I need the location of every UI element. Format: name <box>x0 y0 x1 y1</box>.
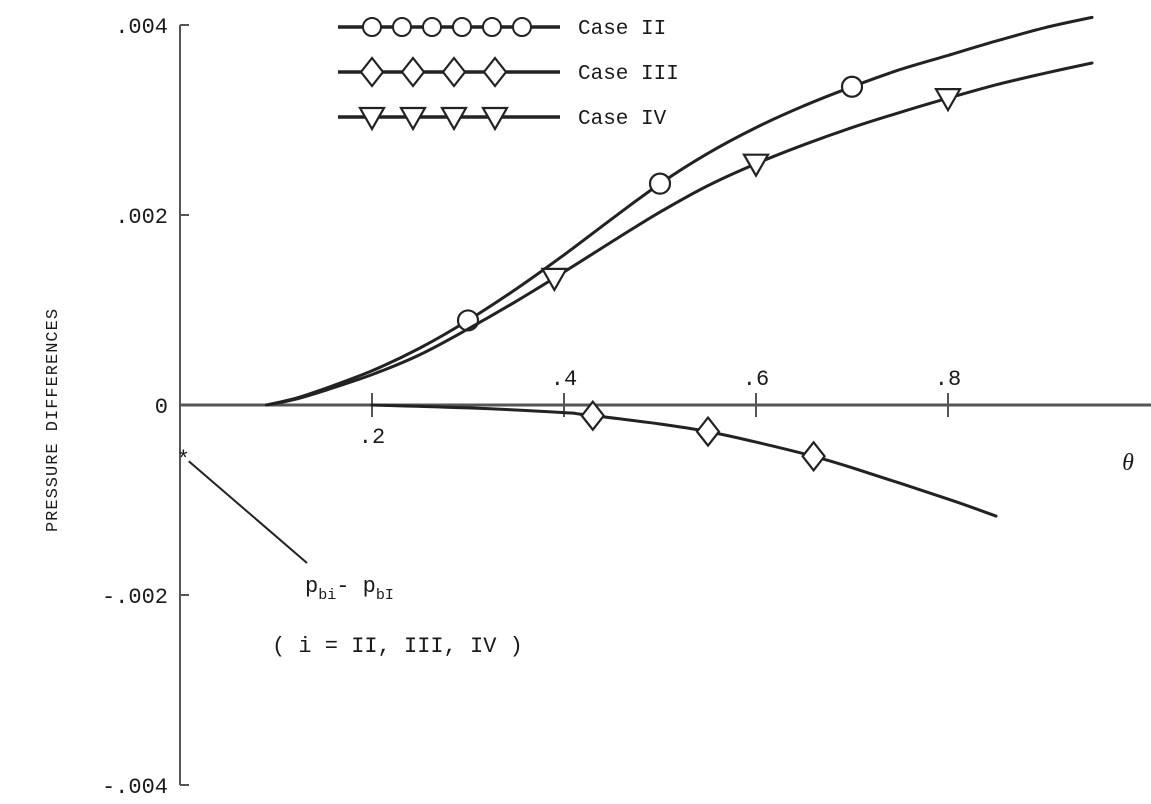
series-line <box>264 15 1094 407</box>
legend-entry: Case IV <box>338 106 667 132</box>
legend-marker <box>512 17 532 37</box>
series-line <box>370 403 998 518</box>
legend-label: Case IV <box>578 108 667 131</box>
series-3 <box>264 61 1094 407</box>
annotation-symbol: p <box>305 574 318 599</box>
series-marker <box>742 153 770 178</box>
legend-marker <box>392 17 412 37</box>
y-tick-label: .004 <box>115 15 168 40</box>
legend-marker <box>422 17 442 37</box>
series-2 <box>370 399 998 518</box>
legend-marker <box>400 56 426 88</box>
x-tick-label: .2 <box>359 425 385 450</box>
annotation: * pbi- pbI ( i = II, III, IV ) <box>177 447 523 659</box>
annotation-formula: pbi- pbI <box>305 574 394 604</box>
legend-entry: Case III <box>338 56 679 88</box>
series-marker <box>540 267 569 293</box>
series-layer <box>264 15 1094 518</box>
annotation-subscript: bI <box>376 587 394 604</box>
series-marker <box>695 415 721 448</box>
x-tick-label: .8 <box>935 367 961 392</box>
annotation-leader-line <box>188 460 308 564</box>
y-tick-label: -.002 <box>102 585 168 610</box>
series-marker <box>648 172 672 195</box>
series-marker <box>801 440 826 473</box>
annotation-star: * <box>177 447 190 472</box>
y-tick-label: -.004 <box>102 775 168 800</box>
annotation-subscript: bi <box>318 587 336 604</box>
legend-entry: Case II <box>338 17 666 41</box>
y-tick-label: 0 <box>155 395 168 420</box>
x-tick-label: .4 <box>551 367 577 392</box>
legend-label: Case III <box>578 63 679 86</box>
legend-label: Case II <box>578 18 666 41</box>
legend-marker <box>482 56 508 88</box>
series-marker <box>840 75 864 98</box>
series-marker <box>934 88 962 113</box>
legend-marker <box>482 17 502 37</box>
x-axis-title: θ <box>1122 450 1134 476</box>
legend-marker <box>358 106 386 132</box>
x-tick-label: .6 <box>743 367 769 392</box>
legend-marker <box>441 56 467 88</box>
legend-marker <box>362 17 382 37</box>
series-1 <box>264 15 1094 407</box>
annotation-symbol: - p <box>336 574 376 599</box>
legend-marker <box>481 106 509 132</box>
legend-marker <box>399 106 427 132</box>
y-tick-label: .002 <box>115 205 168 230</box>
series-marker <box>580 399 606 432</box>
axes: .004 .002 0 -.002 -.004 .2 .4 .6 .8 <box>102 15 1151 800</box>
legend-marker <box>359 56 385 88</box>
legend: Case II Case III Case IV <box>338 17 679 132</box>
y-axis-title: PRESSURE DIFFERENCES <box>44 308 63 532</box>
annotation-condition: ( i = II, III, IV ) <box>272 634 523 659</box>
legend-marker <box>440 106 468 132</box>
series-line <box>264 61 1094 407</box>
legend-marker <box>452 17 472 37</box>
